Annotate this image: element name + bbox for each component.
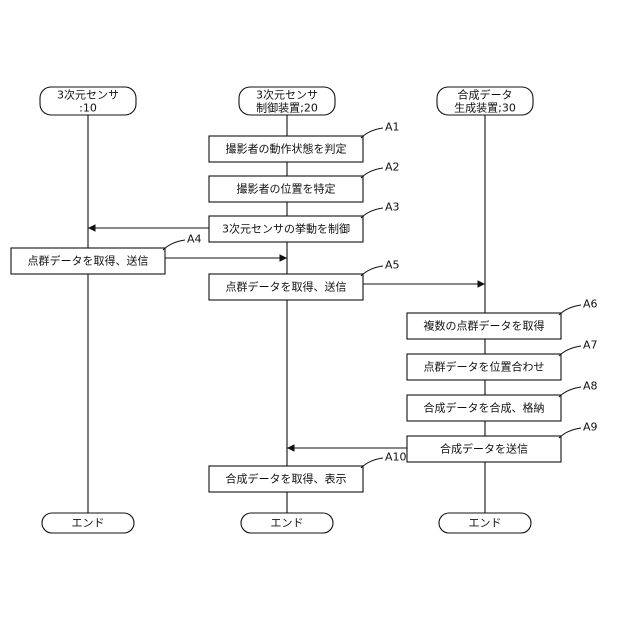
step-a3: 3次元センサの挙動を制御 A3	[209, 201, 400, 243]
step-leader-line	[163, 240, 185, 250]
end-label: エンド	[72, 517, 105, 530]
step-label: 3次元センサの挙動を制御	[222, 222, 350, 236]
step-label: 点群データを位置合わせ	[424, 360, 545, 374]
step-label: 合成データを取得、表示	[226, 472, 347, 486]
step-label: 合成データを合成、格納	[424, 401, 545, 415]
step-a7: 点群データを位置合わせ A7	[407, 339, 598, 381]
step-label: 複数の点群データを取得	[424, 319, 545, 333]
participant-label: 制御装置;20	[256, 101, 318, 115]
participant-label: :10	[79, 102, 97, 115]
step-leader-line	[361, 168, 383, 178]
step-tag: A7	[583, 339, 598, 352]
step-a6: 複数の点群データを取得 A6	[407, 298, 598, 340]
step-leader-line	[361, 208, 383, 218]
end-controller: エンド	[241, 513, 333, 533]
end-generator: エンド	[439, 513, 531, 533]
step-leader-line	[361, 128, 383, 138]
participant-generator: 合成データ生成装置;30	[437, 87, 533, 115]
step-a9: 合成データを送信 A9	[407, 421, 598, 463]
participant-label: 合成データ	[458, 88, 513, 102]
participant-controller: 3次元センサ制御装置;20	[239, 87, 335, 115]
step-tag: A4	[187, 233, 202, 246]
step-a1: 撮影者の動作状態を判定 A1	[209, 121, 400, 163]
step-leader-line	[559, 428, 581, 438]
step-a2: 撮影者の位置を特定 A2	[209, 161, 400, 203]
step-tag: A8	[583, 380, 598, 393]
step-leader-line	[361, 266, 383, 276]
end-label: エンド	[469, 517, 502, 530]
step-tag: A3	[385, 201, 400, 214]
end-label: エンド	[271, 517, 304, 530]
step-a8: 合成データを合成、格納 A8	[407, 380, 598, 422]
step-tag: A1	[385, 121, 400, 134]
step-label: 撮影者の動作状態を判定	[226, 142, 347, 156]
step-label: 撮影者の位置を特定	[237, 182, 336, 196]
step-a10: 合成データを取得、表示 A10	[209, 451, 407, 493]
participant-label: 生成装置;30	[454, 101, 516, 115]
step-tag: A9	[583, 421, 598, 434]
step-tag: A5	[385, 259, 400, 272]
end-sensor: エンド	[42, 513, 134, 533]
step-label: 合成データを送信	[440, 442, 528, 456]
step-leader-line	[559, 346, 581, 356]
step-a4: 点群データを取得、送信 A4	[11, 233, 202, 275]
step-tag: A6	[583, 298, 598, 311]
step-leader-line	[559, 387, 581, 397]
participant-label: 3次元センサ	[256, 88, 318, 102]
step-leader-line	[559, 305, 581, 315]
participant-label: 3次元センサ	[57, 88, 119, 102]
participant-sensor: 3次元センサ:10	[40, 87, 136, 115]
step-label: 点群データを取得、送信	[226, 280, 347, 294]
step-label: 点群データを取得、送信	[28, 254, 149, 268]
step-tag: A10	[385, 451, 407, 464]
step-tag: A2	[385, 161, 400, 174]
step-a5: 点群データを取得、送信 A5	[209, 259, 400, 301]
step-leader-line	[361, 458, 383, 468]
